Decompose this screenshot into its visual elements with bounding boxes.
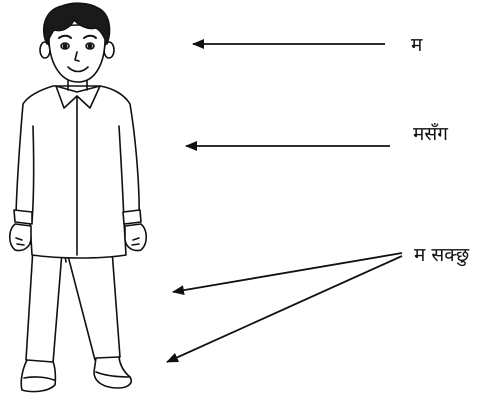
boy-figure xyxy=(10,3,147,391)
label-head: म xyxy=(411,36,422,55)
right-hand xyxy=(125,224,146,251)
arrow-leg-lower xyxy=(167,256,402,362)
label-shirt: मसँग xyxy=(413,125,448,144)
left-hand xyxy=(10,224,31,251)
arrow-leg-upper xyxy=(173,253,402,292)
left-trouser-leg xyxy=(26,248,62,363)
label-legs: म सक्छु xyxy=(414,246,469,265)
right-trouser-leg xyxy=(67,250,120,360)
left-shoe xyxy=(21,360,55,392)
